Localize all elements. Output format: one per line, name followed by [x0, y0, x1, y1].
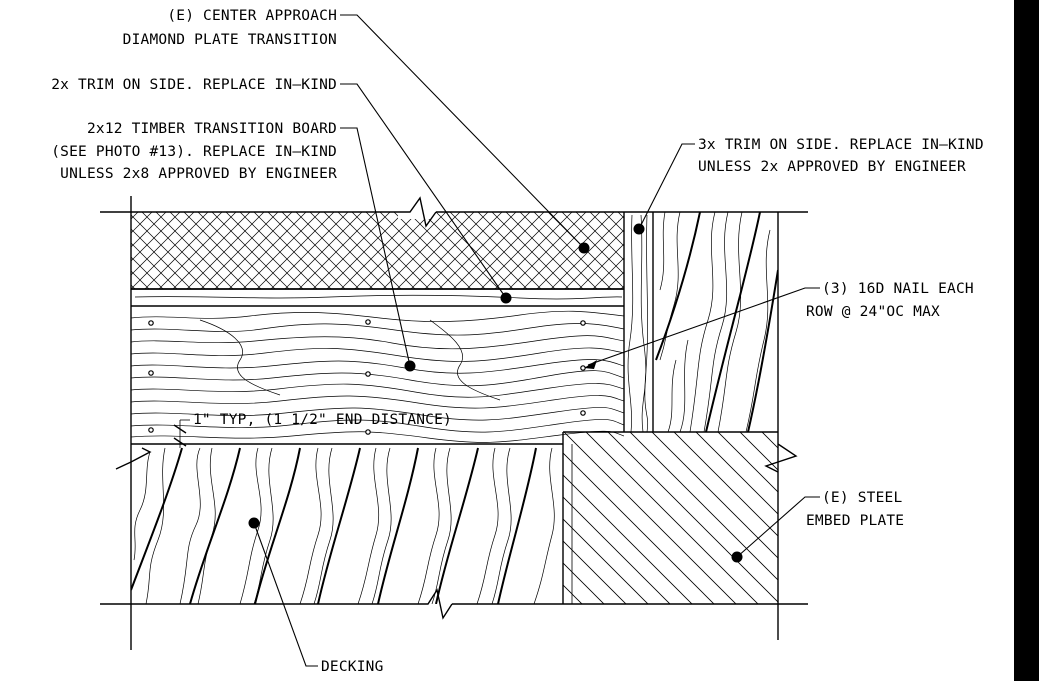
nail-dots: [148, 319, 586, 435]
trim-2x-strip: [131, 288, 624, 307]
trim-3x-vertical: [623, 212, 654, 432]
note-timber-line3: UNLESS 2x8 APPROVED BY ENGINEER: [60, 166, 337, 182]
note-timber-line2: (SEE PHOTO #13). REPLACE IN–KIND: [51, 144, 337, 160]
annotations: (E) CENTER APPROACH DIAMOND PLATE TRANSI…: [51, 8, 984, 675]
decking: [131, 447, 555, 604]
note-trim-3x-line1: 3x TRIM ON SIDE. REPLACE IN–KIND: [698, 137, 984, 153]
note-trim-3x-line2: UNLESS 2x APPROVED BY ENGINEER: [698, 159, 966, 175]
dimension-1in-typ: [173, 419, 190, 448]
note-timber-line1: 2x12 TIMBER TRANSITION BOARD: [87, 121, 337, 137]
note-center-approach-line1: (E) CENTER APPROACH: [167, 8, 337, 24]
note-center-approach-line2: DIAMOND PLATE TRANSITION: [123, 32, 337, 48]
nail-arrowhead: [584, 360, 597, 369]
steel-embed-plate: [562, 431, 779, 604]
diamond-plate-transition: [131, 205, 624, 289]
right-timber-member: [655, 212, 778, 432]
note-nail-line2: ROW @ 24"OC MAX: [806, 304, 940, 320]
note-trim-2x: 2x TRIM ON SIDE. REPLACE IN–KIND: [51, 77, 337, 93]
leader-lines: [253, 14, 820, 667]
note-steel-line2: EMBED PLATE: [806, 513, 904, 529]
timber-transition-board: [131, 310, 624, 443]
note-nail-line1: (3) 16D NAIL EACH: [822, 281, 974, 297]
note-decking: DECKING: [321, 659, 384, 675]
note-steel-line1: (E) STEEL: [822, 490, 902, 506]
outline: [100, 196, 808, 650]
note-typ-end-distance: 1" TYP, (1 1/2" END DISTANCE): [193, 412, 452, 428]
drawing-border-bar: [1014, 0, 1039, 681]
